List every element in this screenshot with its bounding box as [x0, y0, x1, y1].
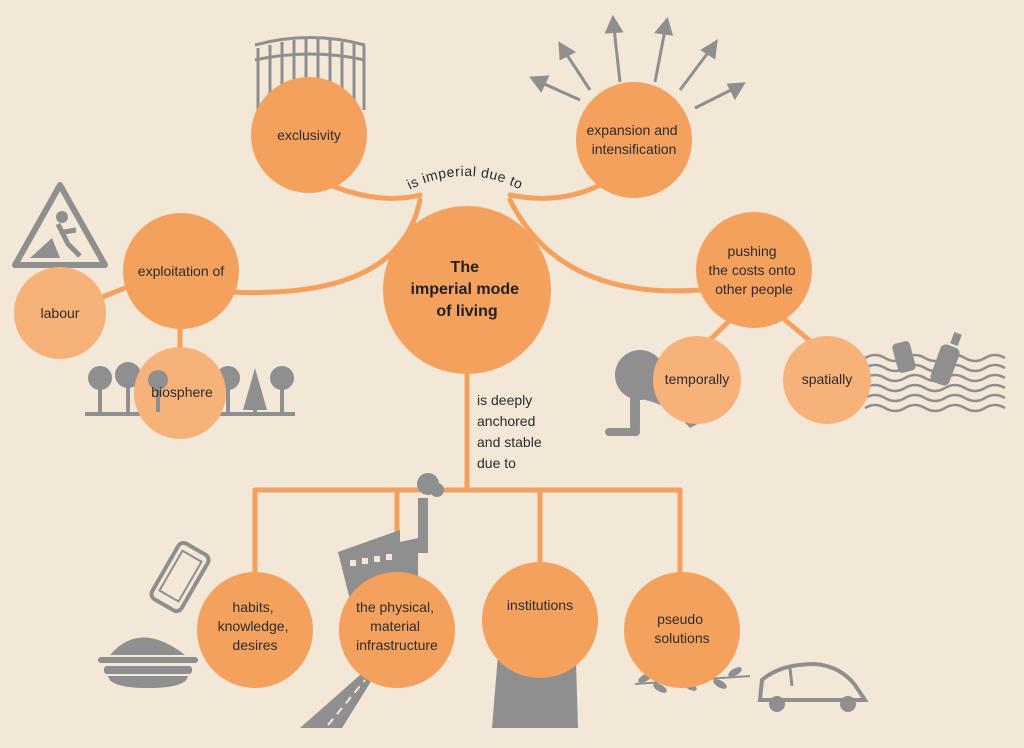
- circle-institutions: [482, 562, 598, 678]
- label-exclusivity: exclusivity: [277, 127, 341, 143]
- circle-pseudo: [624, 572, 740, 688]
- label-physical: the physical, material infrastructure: [356, 599, 438, 653]
- label-biosphere: biosphere: [151, 384, 213, 400]
- node-circles: [14, 77, 871, 688]
- circle-physical: [339, 572, 455, 688]
- label-exploitation: exploitation of: [138, 263, 225, 279]
- label-temporally: temporally: [665, 371, 730, 387]
- circle-expansion: [576, 82, 692, 198]
- fence-icon: [254, 36, 366, 115]
- label-spatially: spatially: [802, 371, 853, 387]
- circle-exploitation: [123, 213, 239, 329]
- circle-exclusivity: [251, 77, 367, 193]
- edge-label-top: is imperial due to: [404, 163, 526, 192]
- road-icon: [300, 675, 375, 728]
- label-habits: habits, knowledge, desires: [218, 599, 293, 653]
- car-icon: [757, 661, 869, 712]
- label-labour: labour: [41, 305, 80, 321]
- sea-with-bottles-icon: [864, 331, 1006, 413]
- warning-sign-icon: [12, 182, 108, 268]
- label-institutions: institutions: [507, 597, 573, 613]
- burger-icon: [98, 637, 198, 688]
- circle-habits: [197, 572, 313, 688]
- smartphone-icon: [149, 540, 211, 614]
- label-center: The imperial mode of living: [411, 259, 524, 320]
- label-pseudo: pseudo solutions: [654, 611, 709, 646]
- circle-temporally: [653, 336, 741, 424]
- circle-pushing: [696, 212, 812, 328]
- circle-spatially: [783, 336, 871, 424]
- circle-labour: [14, 267, 106, 359]
- circle-center: [383, 206, 551, 374]
- edge-label-bottom: is deeply anchored and stable due to: [477, 392, 546, 471]
- label-expansion: expansion and intensification: [587, 122, 682, 157]
- expansion-arrows-icon: [529, 14, 746, 110]
- circle-biosphere: [134, 347, 226, 439]
- biosphere-trees-overlay-icon: [148, 370, 168, 412]
- label-pushing: pushing the costs onto other people: [708, 243, 799, 297]
